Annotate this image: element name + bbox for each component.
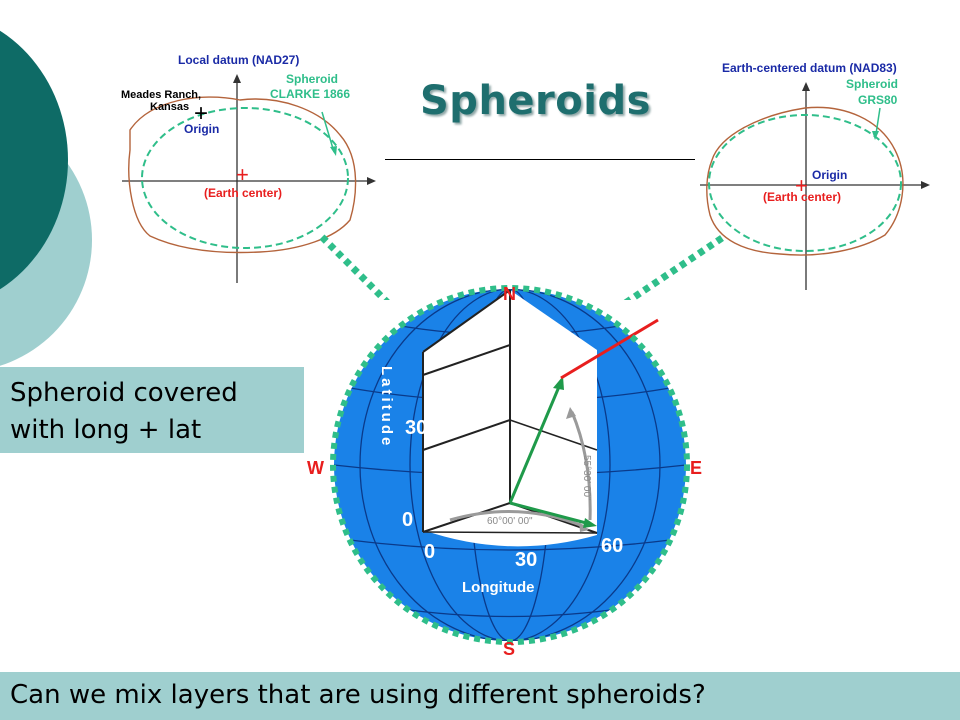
slide-title: Spheroids bbox=[420, 78, 651, 124]
earth-centered-heading: Earth-centered datum (NAD83) bbox=[722, 61, 897, 75]
clarke-label: CLARKE 1866 bbox=[270, 87, 350, 101]
earth-center-plus-right: + bbox=[795, 173, 808, 198]
lat-tick-60: 60 bbox=[443, 335, 465, 357]
lon-tick-60: 60 bbox=[601, 535, 623, 557]
meades-ranch-label: Meades Ranch, bbox=[121, 89, 201, 101]
earth-center-plus-left: + bbox=[236, 162, 249, 187]
longitude-label: Longitude bbox=[462, 579, 534, 596]
globe-south-label: S bbox=[503, 639, 515, 659]
lat-tick-30: 30 bbox=[405, 417, 427, 439]
left-decorative-arcs bbox=[0, 30, 92, 366]
local-datum-diagram: Local datum (NAD27) Meades Ranch, Kansas… bbox=[121, 53, 376, 283]
longitude-angle-label: 60°00' 00" bbox=[487, 516, 533, 527]
lon-tick-30: 30 bbox=[515, 549, 537, 571]
latitude-label: Latitude bbox=[378, 366, 395, 448]
spheroid-grs80-ellipse bbox=[708, 114, 902, 252]
earth-center-label-left: (Earth center) bbox=[204, 186, 282, 200]
earth-center-label-right: (Earth center) bbox=[763, 190, 841, 204]
origin-label-left: Origin bbox=[184, 122, 219, 136]
origin-plus-left: + bbox=[194, 100, 208, 127]
spheroid-clarke-ellipse bbox=[141, 107, 349, 249]
globe: N S W E 60 30 0 0 30 60 Latitude Longitu… bbox=[307, 284, 702, 659]
origin-label-right: Origin bbox=[812, 168, 847, 182]
spheroid-label-right: Spheroid bbox=[846, 77, 898, 91]
geoid-outline-left bbox=[128, 96, 357, 254]
spheroid-label-left: Spheroid bbox=[286, 72, 338, 86]
callout-line-1: Spheroid covered bbox=[10, 378, 238, 408]
globe-north-label: N bbox=[503, 284, 516, 304]
latitude-angle-label: 55°30' 00" bbox=[581, 455, 592, 501]
globe-west-label: W bbox=[307, 458, 324, 478]
earth-centered-datum-diagram: Earth-centered datum (NAD83) Spheroid GR… bbox=[700, 61, 930, 290]
question-banner: Can we mix layers that are using differe… bbox=[0, 672, 960, 720]
local-datum-heading: Local datum (NAD27) bbox=[178, 53, 299, 67]
kansas-label: Kansas bbox=[150, 101, 189, 113]
lon-tick-0: 0 bbox=[424, 541, 435, 563]
callout-line-2: with long + lat bbox=[10, 415, 202, 445]
lat-tick-0: 0 bbox=[402, 509, 413, 531]
title-underline bbox=[385, 159, 695, 160]
spheroid-callout: Spheroid covered with long + lat bbox=[0, 367, 304, 453]
globe-east-label: E bbox=[690, 458, 702, 478]
geoid-outline-right bbox=[706, 106, 904, 256]
grs80-label: GRS80 bbox=[858, 93, 898, 107]
